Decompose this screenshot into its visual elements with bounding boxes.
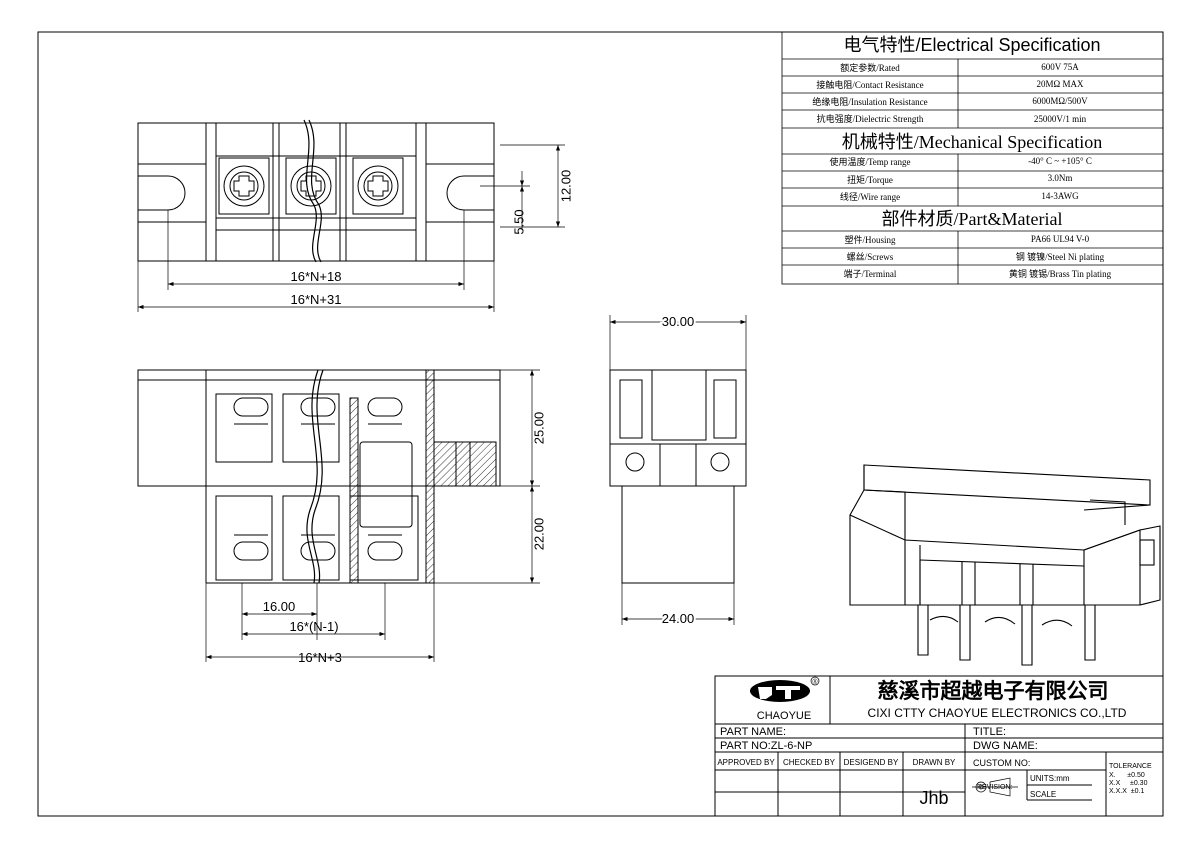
dim-front-16n1: 16*(N-1) [289,619,338,634]
projection-symbol [972,777,1018,797]
spec-value-dielectric: 25000V/1 min [1034,114,1087,124]
checked-by-label: CHECKED BY [783,758,836,767]
front-wire [306,369,319,584]
spec-label-rated: 额定参数/Rated [840,62,900,73]
spec-label-torque: 扭矩/Torque [847,174,893,185]
logo-text: CHAOYUE [757,710,811,722]
mech-spec-title: 机械特性/Mechanical Specification [842,132,1102,152]
elec-spec-title: 电气特性/Electrical Specification [843,35,1100,55]
front-dims [205,369,540,662]
front-view [137,369,501,584]
custom-no-label: CUSTOM NO: [973,758,1030,768]
part-name-label: PART NAME: [720,726,786,738]
company-name-en: CIXI CTTY CHAOYUE ELECTRONICS CO.,LTD [868,706,1127,720]
dwg-name-label: DWG NAME: [973,740,1038,752]
side-dims [609,315,747,625]
top-wire [303,119,317,263]
side-view [609,369,747,584]
spec-label-contact: 接触电阻/Contact Resistance [816,79,923,90]
spec-value-contact: 20MΩ MAX [1037,79,1084,89]
spec-table [781,31,1164,285]
spec-label-dielectric: 抗电强度/Dielectric Strength [817,113,924,124]
spec-label-temp: 使用温度/Temp range [829,156,910,167]
dim-front-25: 25.00 [531,412,546,445]
tolerance-xx: X.X ±0.30 [1109,780,1148,787]
title-block [714,675,1164,817]
side-hole-right [710,452,730,472]
spec-value-housing: PA66 UL94 V-0 [1031,234,1090,244]
top-screw-2 [290,165,332,207]
spec-label-screws: 螺丝/Screws [847,251,894,262]
spec-value-rated: 600V 75A [1041,62,1079,72]
top-dims [137,144,565,312]
approved-by-label: APPROVED BY [717,758,775,767]
company-logo: ® CHAOYUE [750,676,820,722]
side-hole-left [625,452,645,472]
spec-label-housing: 塑件/Housing [844,234,896,245]
iso-view [849,464,1161,666]
part-no-label: PART NO:ZL-6-NP [720,740,812,752]
logo-mark: ® [812,678,818,686]
tolerance-title: TOLERANCE [1109,763,1152,770]
dim-top-12: 12.00 [558,170,573,203]
dim-front-16n3: 16*N+3 [298,650,342,665]
spec-label-insulation: 绝缘电阻/Insulation Resistance [812,96,927,107]
spec-value-screws: 钢 镀镍/Steel Ni plating [1016,251,1105,262]
spec-value-insulation: 6000MΩ/500V [1032,96,1088,106]
spec-label-wire: 线径/Wire range [840,191,900,202]
spec-label-terminal: 端子/Terminal [844,268,897,279]
top-screw-3 [357,165,399,207]
dim-front-22: 22.00 [531,518,546,551]
title-label: TITLE: [973,726,1006,738]
dim-side-24: 24.00 [662,611,695,626]
part-material-title: 部件材质/Part&Material [882,209,1063,229]
spec-value-temp: -40° C ~ +105° C [1028,156,1092,166]
sheet-border [37,31,1164,817]
spec-value-wire: 14-3AWG [1041,191,1079,201]
tolerance-xxx: X.X.X ±0.1 [1109,788,1144,795]
scale-label: SCALE [1030,790,1056,799]
dim-top-16n31: 16*N+31 [291,292,342,307]
spec-value-torque: 3.0Nm [1048,173,1073,183]
drawn-by-signature: Jhb [919,788,948,808]
top-screw-1 [223,165,265,207]
company-name-cn: 慈溪市超越电子有限公司 [878,679,1109,703]
tolerance-x: X. ±0.50 [1109,772,1145,779]
designed-by-label: DESIGEND BY [844,758,899,767]
dim-front-16: 16.00 [263,599,296,614]
dim-side-30: 30.00 [662,314,695,329]
revision-label: REVISION: [977,784,1012,791]
dim-top-16n18: 16*N+18 [291,269,342,284]
dim-top-5-5: 5.50 [511,209,526,234]
drawn-by-label: DRAWN BY [913,758,956,767]
top-view [137,119,495,263]
units-label: UNITS:mm [1030,774,1070,783]
spec-value-terminal: 黄铜 镀锡/Brass Tin plating [1009,268,1112,279]
